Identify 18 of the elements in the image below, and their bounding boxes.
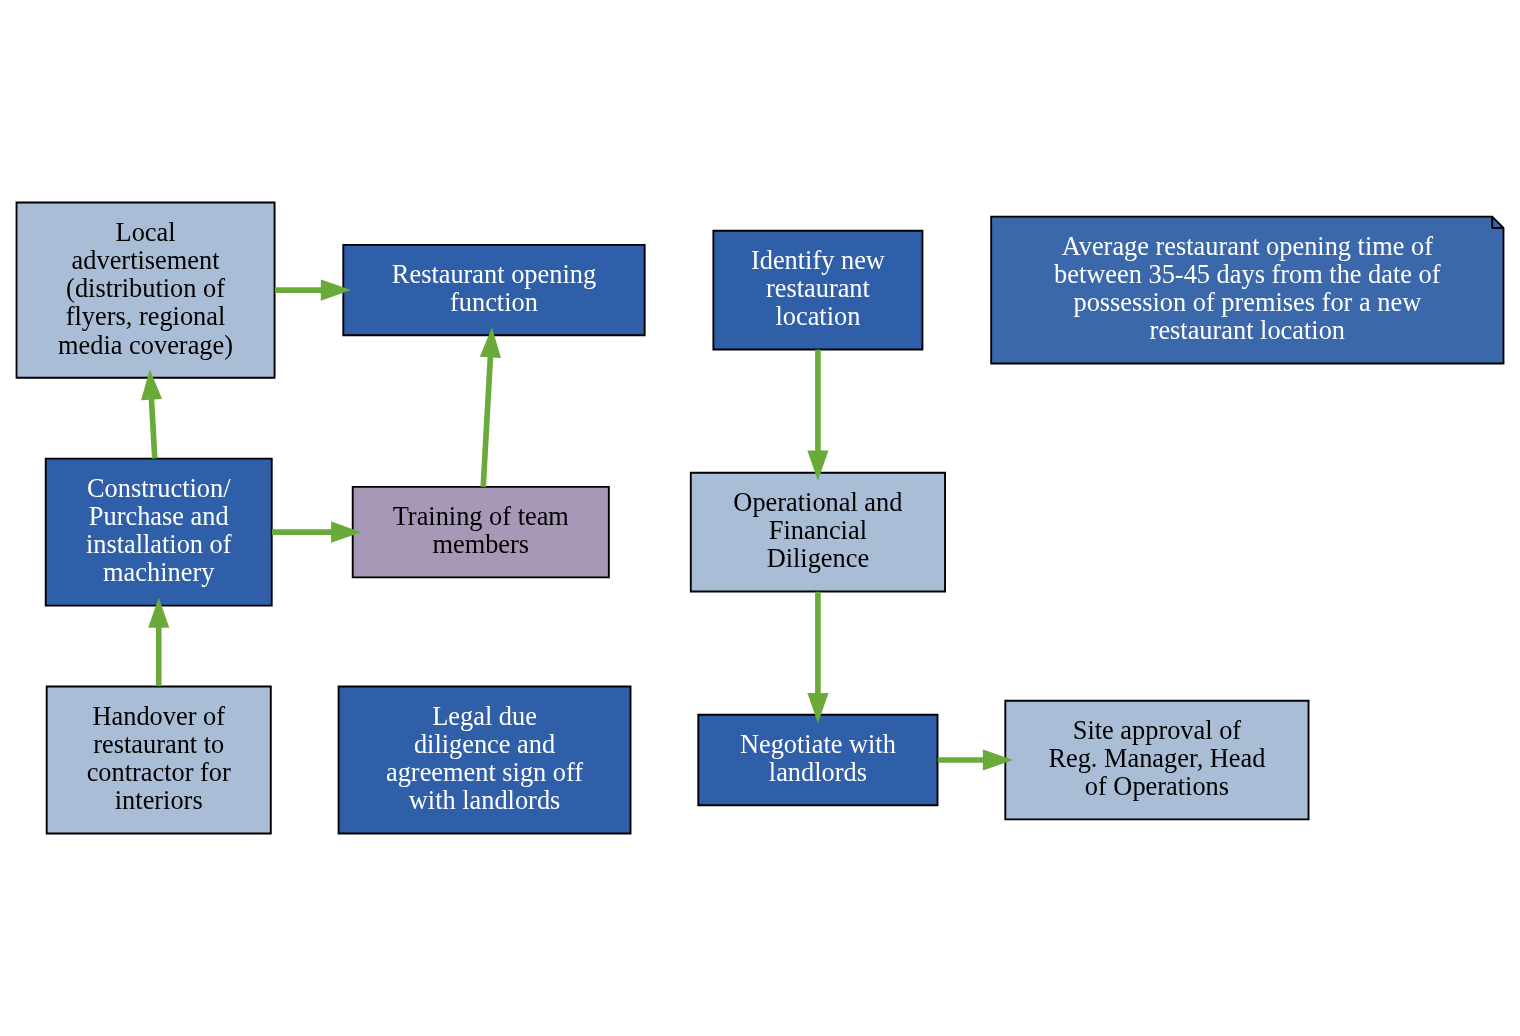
node-box: Training of team members [351,486,610,579]
node-box: Local advertisement (distribution of flyers, regional media coverage) [15,201,276,379]
arrow [807,591,829,724]
arrow [937,749,1014,771]
node-box: Site approval of Reg. Manager, Head of Operations [1004,699,1310,821]
node-box: Negotiate with landlords [697,713,939,807]
arrow [271,521,362,543]
node-box: Operational and Financial Diligence [689,471,946,593]
node-box: Restaurant opening function [342,243,646,337]
arrow [274,279,352,301]
node-box: Legal due diligence and agreement sign off with landlords [337,685,632,835]
node-box: Identify new restaurant location [712,229,924,351]
arrow [807,349,829,481]
node-box: Construction/ Purchase and installation of machinery [44,457,273,607]
arrow [479,327,501,487]
arrow [148,597,170,687]
arrow [140,369,163,459]
node-box: Handover of restaurant to contractor for interiors [45,685,272,835]
